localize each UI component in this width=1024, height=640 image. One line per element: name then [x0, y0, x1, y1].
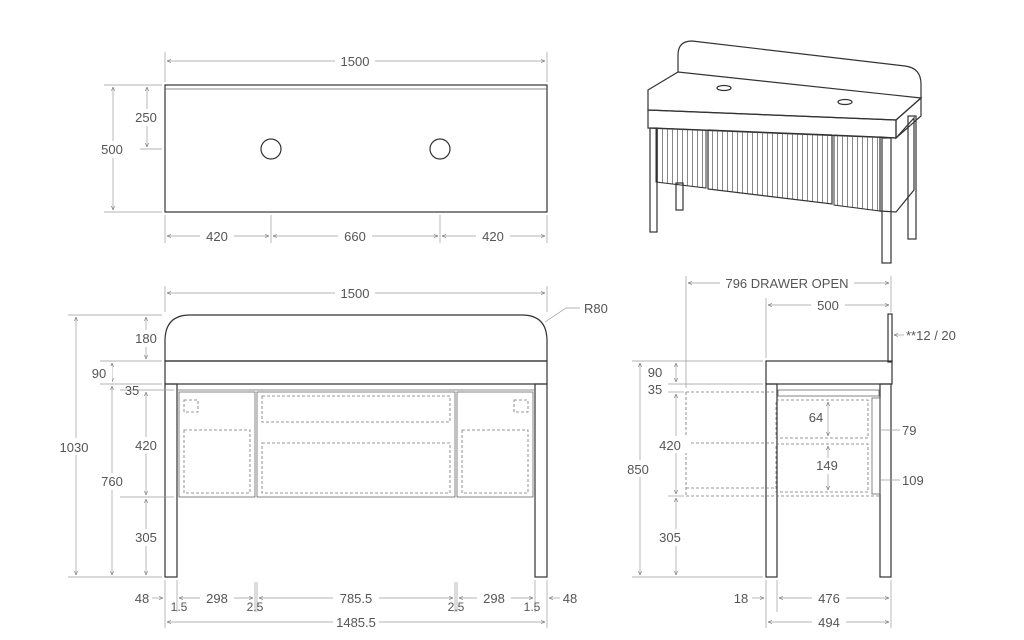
plan-vanity-top [164, 84, 548, 213]
side-upper-drawer-dim: 64 [809, 410, 823, 425]
front-inner-width-dim: 1485.5 [336, 615, 376, 630]
iso-front-left-leg [649, 127, 658, 233]
plan-right-dim: 420 [482, 229, 504, 244]
side-back-leg [765, 383, 778, 578]
iso-left-door [655, 127, 707, 189]
side-top [765, 360, 893, 385]
front-gap-left-dim: 1.5 [171, 600, 188, 614]
iso-right-basin [837, 98, 853, 106]
front-leg-left-dim: 48 [135, 591, 149, 606]
isometric-view [647, 40, 923, 264]
front-top-dim: 90 [92, 366, 106, 381]
front-door-left-dim: 298 [206, 591, 228, 606]
front-left-leg [164, 383, 178, 578]
side-drawer-open-dim: 796 DRAWER OPEN [725, 276, 848, 291]
front-view: 1500 R80 1030 180 90 35 420 760 305 [52, 284, 608, 631]
front-sep-right-dim: 2.5 [448, 600, 465, 614]
plan-tap-offset-dim: 250 [135, 110, 157, 125]
side-setback-dim: 18 [734, 591, 748, 606]
front-radius-dim: R80 [584, 301, 608, 316]
front-drawer-zone-dim: 420 [135, 438, 157, 453]
front-drawer-dim: 785.5 [340, 591, 373, 606]
side-height-dim: 850 [627, 462, 649, 477]
front-sep-left-dim: 2.5 [247, 600, 264, 614]
side-rail-dim: 35 [648, 382, 662, 397]
front-width-dim: 1500 [341, 286, 370, 301]
front-upstand [164, 314, 548, 362]
side-upstand-thickness-dim: **12 / 20 [906, 328, 956, 343]
plan-width-dim: 1500 [341, 54, 370, 69]
side-front-leg [879, 383, 892, 578]
plan-left-dim: 420 [206, 229, 228, 244]
side-depth-dim: 500 [817, 298, 839, 313]
side-top-dim: 90 [648, 365, 662, 380]
side-inner-depth-dim: 476 [818, 591, 840, 606]
side-leg-clear-dim: 305 [659, 530, 681, 545]
iso-front-right-leg [881, 137, 892, 264]
front-leg-clear-dim: 305 [135, 530, 157, 545]
iso-drawer [707, 129, 833, 205]
side-lower-drawer-dim: 149 [816, 458, 838, 473]
plan-view: 1500 500 250 420 660 420 [96, 52, 548, 245]
side-overall-depth-dim: 494 [818, 615, 840, 630]
front-door-right-dim: 298 [483, 591, 505, 606]
left-tap-hole [260, 138, 282, 160]
iso-right-door [833, 134, 881, 212]
front-rail-dim: 35 [125, 383, 139, 398]
iso-left-basin [716, 84, 732, 92]
iso-top [647, 71, 923, 121]
iso-upstand [677, 40, 922, 98]
front-leg-right-dim: 48 [563, 591, 577, 606]
front-right-leg [534, 383, 548, 578]
side-view: 796 DRAWER OPEN 500 **12 / 20 90 35 420 … [620, 275, 956, 631]
front-upstand-dim: 180 [135, 331, 157, 346]
side-drawer-zone-dim: 420 [659, 438, 681, 453]
front-right-door [456, 391, 534, 498]
side-upstand [887, 313, 893, 363]
front-leg-height-dim: 760 [101, 474, 123, 489]
plan-depth-dim: 500 [101, 142, 123, 157]
front-left-door [178, 391, 256, 498]
front-drawer [256, 391, 456, 498]
front-overall-height-dim: 1030 [60, 440, 89, 455]
plan-middle-dim: 660 [344, 229, 366, 244]
front-gap-right-dim: 1.5 [524, 600, 541, 614]
side-lower-drawer-side-dim: 109 [902, 473, 924, 488]
side-upper-drawer-side-dim: 79 [902, 423, 916, 438]
front-top [164, 360, 548, 385]
right-tap-hole [429, 138, 451, 160]
